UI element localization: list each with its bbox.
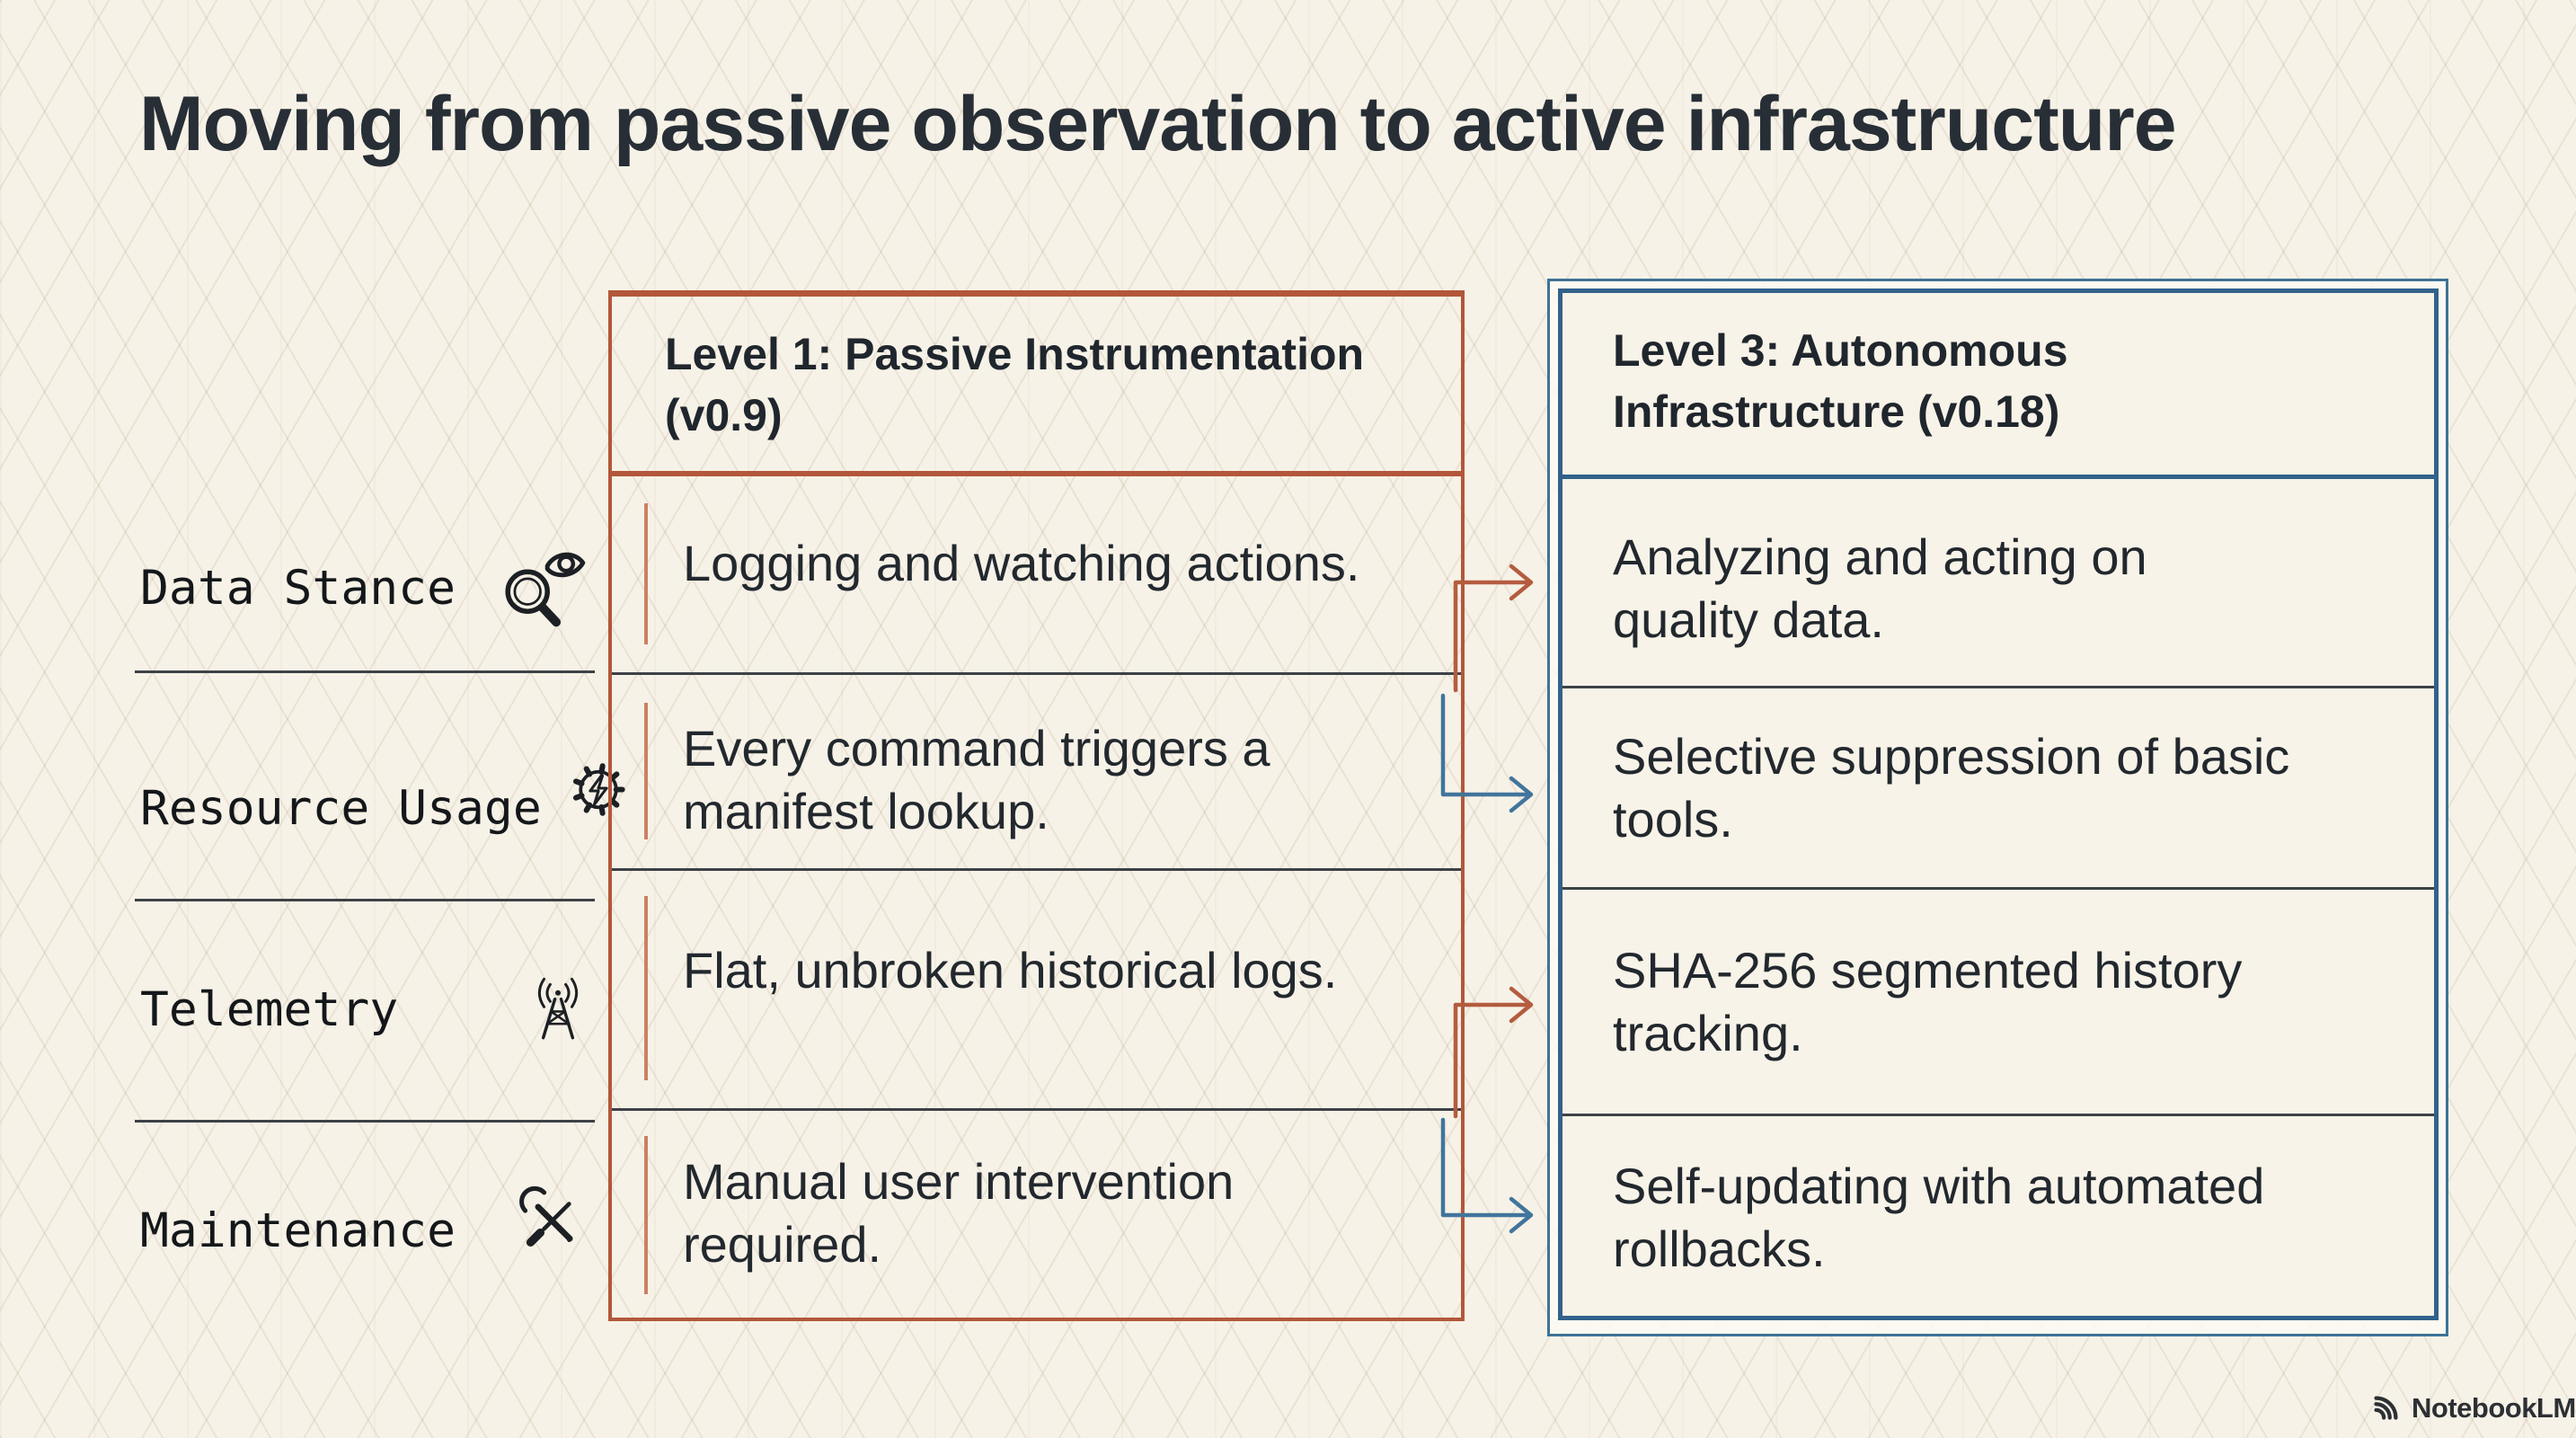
level1-accent-4 <box>644 1136 648 1294</box>
wrench-screwdriver-icon <box>519 1185 573 1247</box>
label-divider-1 <box>135 670 595 673</box>
level1-accent-3 <box>644 896 648 1080</box>
label-divider-3 <box>135 1120 595 1123</box>
level1-table <box>608 290 1465 1321</box>
level3-row-divider-1 <box>1562 686 2434 688</box>
level1-row-divider-2 <box>612 868 1461 871</box>
page-title: Moving from passive observation to activ… <box>139 81 2177 167</box>
row-label-telemetry: Telemetry <box>140 982 399 1037</box>
watermark: NotebookLM <box>2368 1388 2576 1429</box>
level1-cell-resource-usage: Every command triggers a manifest lookup… <box>683 720 1270 839</box>
arrow-telemetry <box>1453 986 1534 1119</box>
level3-cell-data-stance: Analyzing and acting on quality data. <box>1613 528 2147 648</box>
notebooklm-logo-icon <box>2374 1396 2398 1420</box>
level3-row-divider-3 <box>1562 1114 2434 1116</box>
level1-cell-telemetry: Flat, unbroken historical logs. <box>683 942 1338 999</box>
level3-cell-resource-usage: Selective suppression of basic tools. <box>1613 728 2290 848</box>
level1-cell-data-stance: Logging and watching actions. <box>683 535 1360 591</box>
row-label-data-stance: Data Stance <box>140 561 456 616</box>
level1-accent-1 <box>644 503 648 644</box>
level3-cell-maintenance: Self-updating with automated rollbacks. <box>1613 1158 2265 1277</box>
level3-header-divider <box>1562 475 2434 479</box>
table-connector-arrows <box>1440 564 1534 1234</box>
level1-accent-2 <box>644 703 648 839</box>
level1-row-divider-1 <box>612 672 1461 675</box>
gear-bolt-icon <box>572 763 625 816</box>
row-label-maintenance: Maintenance <box>140 1203 456 1258</box>
watermark-label: NotebookLM <box>2412 1392 2576 1424</box>
level3-row-divider-2 <box>1562 887 2434 890</box>
level3-cell-telemetry: SHA-256 segmented history tracking. <box>1613 942 2243 1061</box>
arrow-resource-usage <box>1440 693 1534 813</box>
label-divider-2 <box>135 899 595 901</box>
level1-header-divider <box>612 471 1461 476</box>
level3-table-inner <box>1558 288 2439 1320</box>
search-eye-icon <box>505 552 586 627</box>
level1-row-divider-3 <box>612 1108 1461 1111</box>
level1-header: Level 1: Passive Instrumentation (v0.9) <box>665 329 1365 440</box>
arrow-data-stance <box>1453 564 1534 693</box>
level1-cell-maintenance: Manual user intervention required. <box>683 1153 1235 1273</box>
arrow-maintenance <box>1440 1117 1534 1234</box>
level3-header: Level 3: Autonomous Infrastructure (v0.1… <box>1613 325 2068 437</box>
radio-tower-icon <box>537 977 579 1040</box>
row-label-resource-usage: Resource Usage <box>140 781 542 836</box>
